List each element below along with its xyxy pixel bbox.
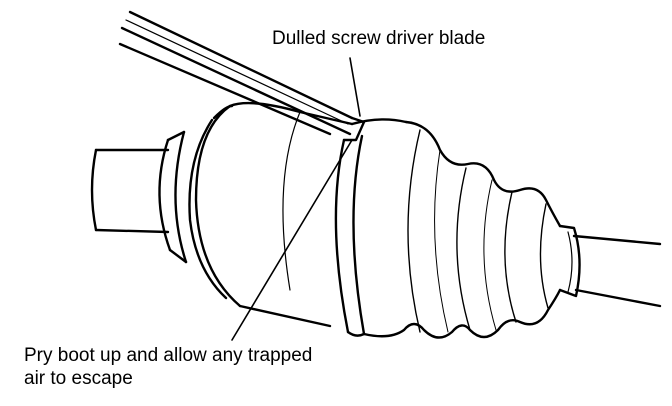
- leader-line-bottom: [231, 139, 353, 341]
- clamp-band: [334, 118, 408, 337]
- instruction-line-1: Pry boot up and allow any trapped: [24, 345, 313, 366]
- screwdriver: [118, 10, 366, 142]
- screwdriver-label: Dulled screw driver blade: [272, 28, 486, 49]
- instruction-label: Pry boot up and allow any trapped air to…: [24, 344, 312, 390]
- right-shaft: [558, 224, 662, 308]
- cv-housing: [188, 101, 354, 328]
- left-shaft: [90, 130, 188, 264]
- boot-bellows: [362, 120, 562, 339]
- instruction-line-2: air to escape: [24, 368, 133, 389]
- leader-line-top: [349, 57, 361, 117]
